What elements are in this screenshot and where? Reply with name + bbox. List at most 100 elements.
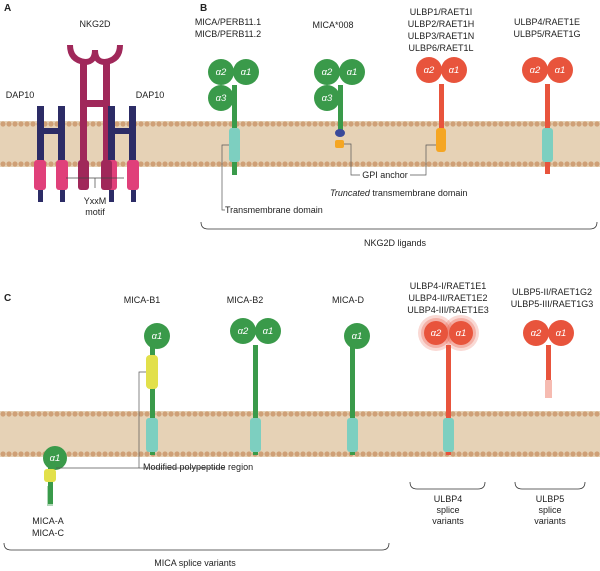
lipid-head (390, 451, 396, 457)
membrane-top (0, 121, 600, 167)
lipid-head (450, 161, 456, 167)
lipid-head (216, 121, 222, 127)
lipid-head (276, 121, 282, 127)
lipid-head (354, 161, 360, 167)
lipid-head (528, 121, 534, 127)
lipid-head (36, 451, 42, 457)
lipid-head (288, 161, 294, 167)
yxxm-motif-label-line2: motif (85, 207, 105, 217)
lipid-head (516, 411, 522, 417)
ulbp4v-label-line3: ULBP4-III/RAET1E3 (407, 305, 489, 315)
lipid-head (594, 121, 600, 127)
ulbp5-splice-label-1: ULBP5 (536, 494, 565, 504)
mica008-protein: α2 α1 α3 (314, 59, 365, 148)
lipid-head (480, 121, 486, 127)
lipid-head (558, 411, 564, 417)
lipid-head (150, 161, 156, 167)
lipid-head (6, 121, 12, 127)
lipid-head (156, 161, 162, 167)
lipid-head (582, 451, 588, 457)
lipid-head (558, 121, 564, 127)
lipid-head (288, 451, 294, 457)
lipid-head (24, 161, 30, 167)
lipid-head (102, 411, 108, 417)
lipid-head (372, 411, 378, 417)
lipid-head (456, 451, 462, 457)
lipid-head (360, 121, 366, 127)
lipid-head (258, 411, 264, 417)
lipid-head (480, 451, 486, 457)
lipid-head (330, 411, 336, 417)
mica-full-protein: α2 α1 α3 (208, 59, 259, 175)
lipid-head (396, 121, 402, 127)
lipid-head (114, 411, 120, 417)
lipid-head (540, 451, 546, 457)
mica-a-c-protein: α1 (43, 446, 67, 506)
lipid-head (270, 121, 276, 127)
lipid-head (570, 121, 576, 127)
lipid-head (402, 451, 408, 457)
truncated-rest: transmembrane domain (370, 188, 468, 198)
lipid-head (456, 161, 462, 167)
lipid-head (24, 451, 30, 457)
lipid-head (576, 121, 582, 127)
lipid-head (342, 451, 348, 457)
lipid-head (390, 161, 396, 167)
lipid-head (12, 161, 18, 167)
domain-alpha1: α1 (152, 331, 163, 342)
lipid-head (210, 411, 216, 417)
lipid-head (330, 451, 336, 457)
lipid-head (318, 161, 324, 167)
lipid-head (168, 451, 174, 457)
lipid-head (282, 451, 288, 457)
lipid-head (72, 411, 78, 417)
lipid-head (378, 121, 384, 127)
lipid-head (564, 161, 570, 167)
lipid-head (306, 411, 312, 417)
lipid-head (510, 121, 516, 127)
lipid-head (366, 451, 372, 457)
lipid-head (462, 121, 468, 127)
lipid-head (312, 451, 318, 457)
lipid-head (480, 161, 486, 167)
lipid-head (168, 411, 174, 417)
lipid-head (210, 121, 216, 127)
lipid-head (180, 411, 186, 417)
lipid-head (192, 161, 198, 167)
lipid-head (66, 121, 72, 127)
lipid-head (216, 451, 222, 457)
nkg2d-ligands-label: NKG2D ligands (364, 238, 427, 248)
lipid-head (102, 451, 108, 457)
lipid-head (48, 411, 54, 417)
lipid-head (426, 451, 432, 457)
lipid-head (420, 411, 426, 417)
panel-c: MICA-B1 MICA-B2 MICA-D ULBP4-I/RAET1E1 U… (3, 281, 593, 568)
lipid-head (18, 411, 24, 417)
lipid-head (468, 121, 474, 127)
lipid-head (444, 121, 450, 127)
lipid-head (240, 121, 246, 127)
lipid-head (222, 121, 228, 127)
lipid-head (300, 161, 306, 167)
lipid-head (300, 411, 306, 417)
lipid-head (324, 121, 330, 127)
lipid-head (72, 451, 78, 457)
lipid-head (156, 121, 162, 127)
lipid-head (240, 161, 246, 167)
lipid-head (468, 161, 474, 167)
lipid-head (282, 161, 288, 167)
lipid-head (66, 411, 72, 417)
ulbp5v-label-line1: ULBP5-II/RAET1G2 (512, 287, 592, 297)
lipid-head (294, 161, 300, 167)
lipid-head (372, 451, 378, 457)
ulbp4-splice-label-3: variants (432, 516, 464, 526)
lipid-head (354, 411, 360, 417)
lipid-head (174, 411, 180, 417)
lipid-head (588, 121, 594, 127)
lipid-head (492, 411, 498, 417)
lipid-head (474, 121, 480, 127)
panel-b: MICA/PERB11.1 MICB/PERB11.2 MICA*008 ULB… (195, 7, 598, 248)
mica-splice-variants-label: MICA splice variants (154, 558, 236, 568)
lipid-head (582, 161, 588, 167)
